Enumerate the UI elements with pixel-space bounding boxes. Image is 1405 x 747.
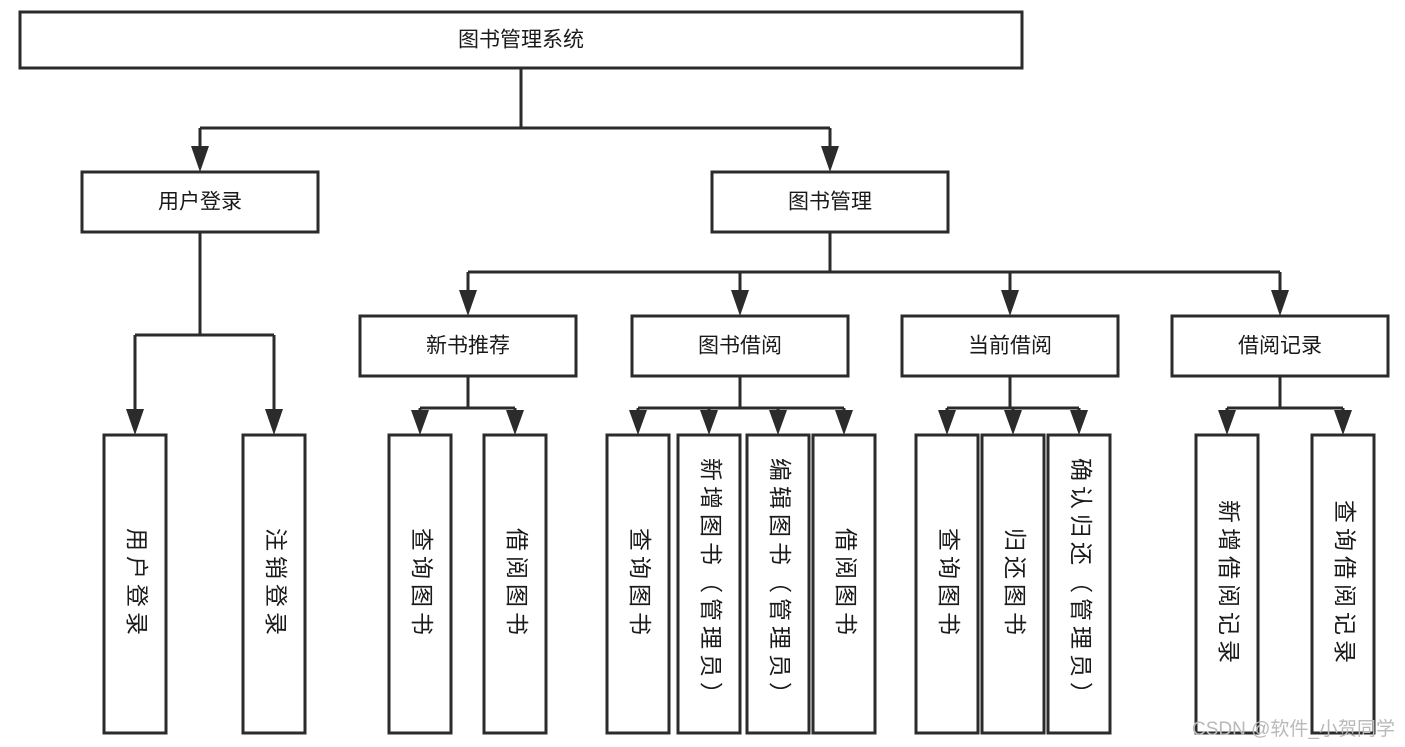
node-leaf-edit-book-label: 编辑图书（管理员） (767, 458, 793, 710)
node-leaf-query-book-2[interactable]: 查询图书 (605, 433, 671, 735)
node-leaf-return-book[interactable]: 归还图书 (980, 433, 1046, 735)
node-current-borrow[interactable]: 当前借阅 (900, 314, 1120, 378)
node-leaf-query-book-1[interactable]: 查询图书 (387, 433, 453, 735)
node-leaf-user-logout-box[interactable] (241, 433, 307, 735)
node-leaf-query-book-2-box[interactable] (605, 433, 671, 735)
arrow-leaf-query-book-2 (629, 410, 647, 435)
arrow-current-borrow (1001, 290, 1019, 316)
node-root[interactable]: 图书管理系统 (18, 10, 1024, 70)
node-leaf-query-record-label: 查询借阅记录 (1332, 500, 1358, 668)
node-leaf-borrow-book-2-box[interactable] (811, 433, 877, 735)
node-leaf-edit-book[interactable]: 编辑图书（管理员） (745, 433, 811, 735)
arrow-leaf-query-record (1334, 410, 1352, 435)
node-leaf-user-logout-label: 注销登录 (263, 528, 289, 640)
node-leaf-query-book-1-label: 查询图书 (409, 528, 435, 640)
node-leaf-add-book[interactable]: 新增图书（管理员） (676, 433, 742, 735)
arrow-leaf-query-book-1 (411, 410, 429, 435)
node-leaf-user-login-label: 用户登录 (124, 528, 150, 640)
node-leaf-return-book-box[interactable] (980, 433, 1046, 735)
node-book-manage[interactable]: 图书管理 (710, 170, 950, 234)
arrow-user-login (191, 146, 209, 172)
node-leaf-query-record[interactable]: 查询借阅记录 (1310, 433, 1376, 735)
node-leaf-confirm-return-box[interactable] (1046, 433, 1112, 735)
node-borrow-record-box[interactable] (1170, 314, 1390, 378)
node-leaf-query-book-1-box[interactable] (387, 433, 453, 735)
node-new-book-recommend-label: 新书推荐 (426, 335, 510, 358)
node-root-label: 图书管理系统 (458, 29, 584, 52)
node-leaf-query-book-3-box[interactable] (914, 433, 980, 735)
node-leaf-query-book-3[interactable]: 查询图书 (914, 433, 980, 735)
node-borrow-record[interactable]: 借阅记录 (1170, 314, 1390, 378)
arrow-leaf-user-login (126, 409, 144, 435)
node-book-borrow-box[interactable] (630, 314, 850, 378)
arrow-leaf-add-book (700, 410, 718, 435)
arrow-leaf-confirm-return (1070, 410, 1088, 435)
connector-layer (126, 68, 1352, 435)
node-leaf-add-book-label: 新增图书（管理员） (698, 458, 724, 710)
arrow-borrow-record (1271, 290, 1289, 316)
node-user-login-label: 用户登录 (158, 191, 242, 214)
node-leaf-add-book-box[interactable] (676, 433, 742, 735)
node-leaf-return-book-label: 归还图书 (1002, 528, 1028, 640)
node-current-borrow-box[interactable] (900, 314, 1120, 378)
node-leaf-user-login-box[interactable] (102, 433, 168, 735)
node-borrow-record-label: 借阅记录 (1238, 335, 1322, 358)
arrow-leaf-query-book-3 (938, 410, 956, 435)
node-leaf-add-record-box[interactable] (1194, 433, 1260, 735)
node-leaf-query-book-2-label: 查询图书 (627, 528, 653, 640)
node-user-login[interactable]: 用户登录 (80, 170, 320, 234)
node-leaf-query-record-box[interactable] (1310, 433, 1376, 735)
node-leaf-edit-book-box[interactable] (745, 433, 811, 735)
arrow-new-book-recommend (459, 290, 477, 316)
node-leaf-user-login[interactable]: 用户登录 (102, 433, 168, 735)
node-leaf-borrow-book-2[interactable]: 借阅图书 (811, 433, 877, 735)
node-leaf-borrow-book-1-label: 借阅图书 (504, 528, 530, 640)
node-user-login-box[interactable] (80, 170, 320, 234)
node-book-manage-label: 图书管理 (788, 191, 872, 214)
node-book-borrow[interactable]: 图书借阅 (630, 314, 850, 378)
arrow-leaf-borrow-book-2 (835, 410, 853, 435)
node-new-book-recommend[interactable]: 新书推荐 (358, 314, 578, 378)
node-leaf-borrow-book-1[interactable]: 借阅图书 (482, 433, 548, 735)
node-current-borrow-label: 当前借阅 (968, 335, 1052, 358)
arrow-book-manage (821, 146, 839, 172)
arrow-leaf-return-book (1004, 410, 1022, 435)
node-book-manage-box[interactable] (710, 170, 950, 234)
node-leaf-confirm-return-label: 确认归还（管理员） (1068, 458, 1094, 710)
node-new-book-recommend-box[interactable] (358, 314, 578, 378)
arrow-leaf-add-record (1218, 410, 1236, 435)
node-leaf-add-record[interactable]: 新增借阅记录 (1194, 433, 1260, 735)
node-leaf-borrow-book-2-label: 借阅图书 (833, 528, 859, 640)
node-leaf-user-logout[interactable]: 注销登录 (241, 433, 307, 735)
node-leaf-add-record-label: 新增借阅记录 (1216, 500, 1242, 668)
node-book-borrow-label: 图书借阅 (698, 335, 782, 358)
node-root-box[interactable] (18, 10, 1024, 70)
node-leaf-confirm-return[interactable]: 确认归还（管理员） (1046, 433, 1112, 735)
node-leaf-query-book-3-label: 查询图书 (936, 528, 962, 640)
arrow-book-borrow (731, 290, 749, 316)
arrow-leaf-edit-book (769, 410, 787, 435)
arrow-leaf-borrow-book-1 (506, 410, 524, 435)
arrow-leaf-user-logout (265, 409, 283, 435)
node-leaf-borrow-book-1-box[interactable] (482, 433, 548, 735)
